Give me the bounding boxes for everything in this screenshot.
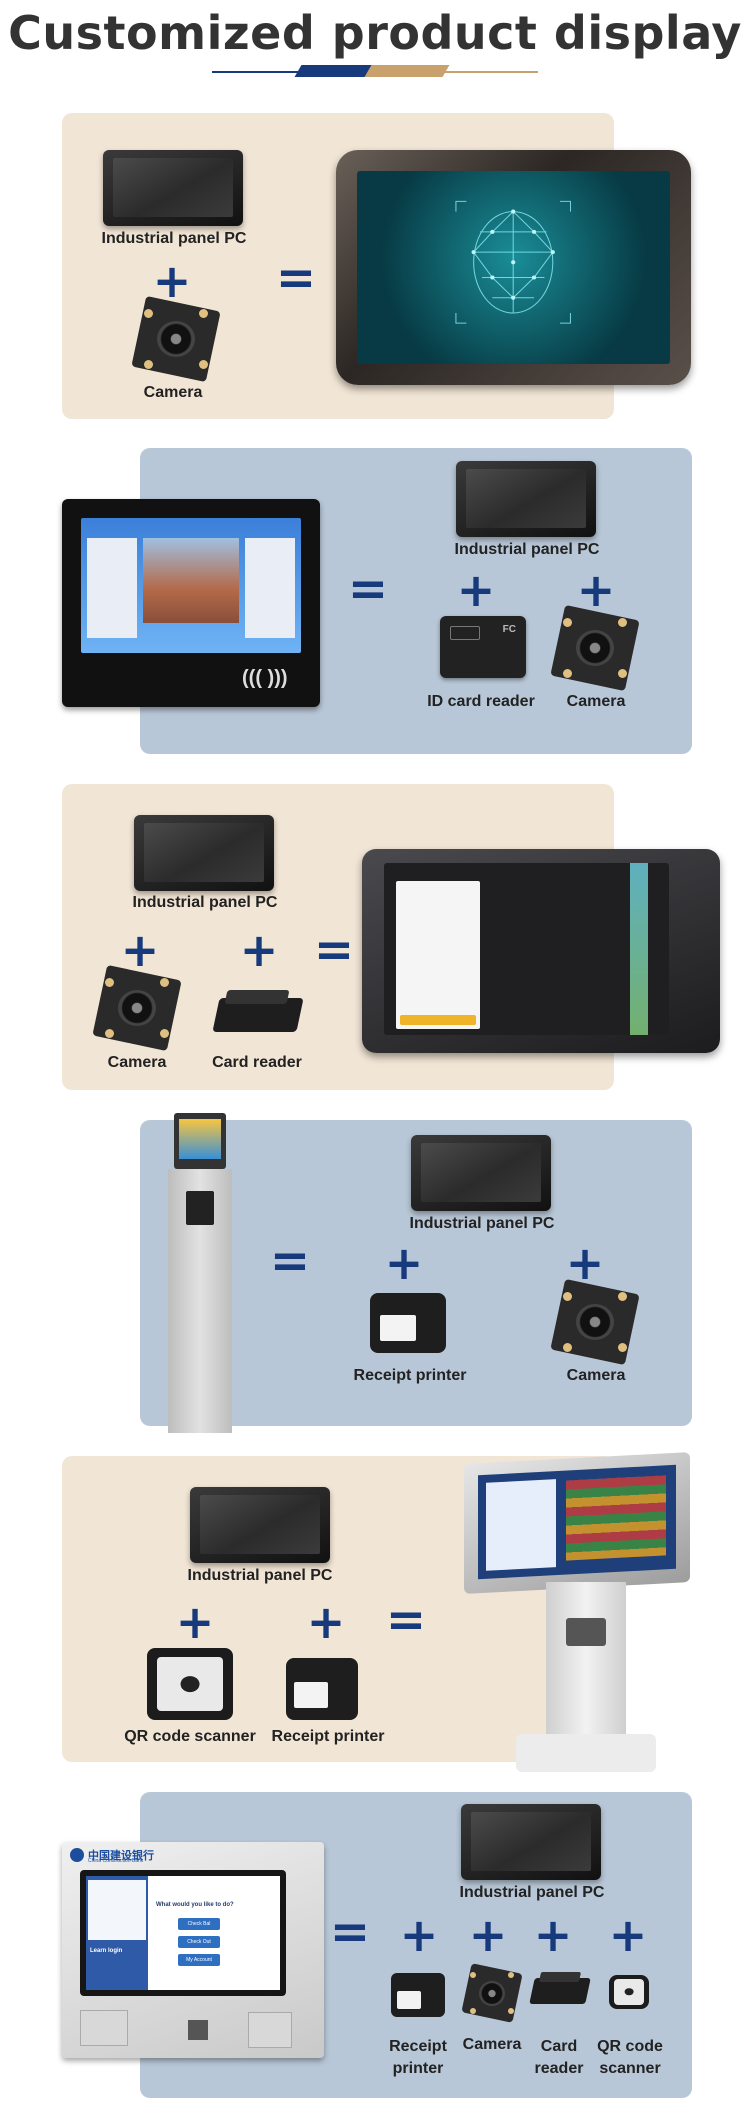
section-2-item-3-label: Camera [566,693,626,710]
industrial-panel-pc-icon [461,1804,601,1880]
section-4-item-1-label: Industrial panel PC [409,1215,555,1232]
section-6-item-2-label: Receipt printer [389,2038,447,2077]
qr-code-scanner-icon [609,1975,649,2009]
face-recognition-tablet-icon [336,150,691,385]
terminal-button-3: My Account [178,1954,220,1966]
section-6-item-1-label: Industrial panel PC [459,1884,605,1901]
plus-icon: + [608,1908,648,1962]
equals-icon: = [275,250,317,306]
receipt-printer-icon [391,1967,445,2017]
section-4-item-2-label: Receipt printer [353,1367,467,1384]
title-accent-gold [364,65,450,77]
plus-icon: + [384,1236,424,1290]
camera-module-icon [92,964,182,1052]
bank-name: 中国建设银行 [88,1849,154,1862]
card-reader-icon [212,990,304,1032]
section-6-item-4-label: Card reader [534,2038,584,2077]
equals-icon: = [347,561,389,617]
bank-service-terminal-icon: 中国建设银行 China Construction Bank Learn log… [62,1842,324,2058]
receipt-printer-icon [286,1650,358,1720]
plus-icon: + [152,254,192,308]
section-1-item-1-label: Industrial panel PC [101,230,247,247]
self-service-kiosk-icon [464,1452,690,1774]
section-1-item-2-label: Camera [143,384,203,401]
section-5-item-2-label: QR code scanner [124,1728,256,1745]
section-5-item-3-label: Receipt printer [271,1728,385,1745]
section-3-item-1-label: Industrial panel PC [132,894,278,911]
terminal-login-text: Learn login [90,1948,123,1954]
terminal-button-1: Check Bal [178,1918,220,1930]
plus-icon: + [175,1595,215,1649]
camera-module-icon [131,295,221,383]
pos-tablet-terminal-icon [362,849,720,1053]
industrial-panel-pc-icon [456,461,596,537]
section-3-item-3-label: Card reader [212,1054,302,1071]
plus-icon: + [456,563,496,617]
equals-icon: = [329,1904,371,1960]
section-6-item-5-label: QR code scanner [597,2038,663,2077]
plus-icon: + [533,1908,573,1962]
receipt-printer-icon [370,1287,446,1353]
title-underline-left [212,71,372,73]
section-4-item-3-label: Camera [566,1367,626,1384]
equals-icon: = [269,1233,311,1289]
section-6-item-3-label: Camera [462,2036,522,2053]
section-3-item-2-label: Camera [107,1054,167,1071]
floor-kiosk-icon [168,1113,232,1433]
plus-icon: + [565,1236,605,1290]
bank-logo-icon [70,1848,84,1862]
industrial-panel-pc-icon [134,815,274,891]
plus-icon: + [120,923,160,977]
bank-name-en: China Construction Bank [88,1858,144,1864]
camera-module-icon [550,604,640,692]
equals-icon: = [313,922,355,978]
section-5-item-1-label: Industrial panel PC [187,1567,333,1584]
camera-module-icon [550,1278,640,1366]
smart-class-board-icon: ((( ))) [62,499,320,707]
card-reader-icon [529,1972,591,2004]
industrial-panel-pc-icon [103,150,243,226]
terminal-question: What would you like to do? [156,1902,234,1908]
page-title: Customized product display [8,6,742,60]
industrial-panel-pc-icon [411,1135,551,1211]
plus-icon: + [399,1908,439,1962]
section-2-item-2-label: ID card reader [427,693,535,710]
plus-icon: + [306,1595,346,1649]
industrial-panel-pc-icon [190,1487,330,1563]
title-underline-right [440,71,538,73]
id-card-reader-icon: FC [440,616,526,678]
camera-module-icon [461,1963,523,2023]
terminal-button-2: Check Out [178,1936,220,1948]
plus-icon: + [576,563,616,617]
plus-icon: + [239,923,279,977]
plus-icon: + [468,1908,508,1962]
qr-code-scanner-icon [147,1648,233,1720]
equals-icon: = [385,1592,427,1648]
section-2-item-1-label: Industrial panel PC [454,541,600,558]
